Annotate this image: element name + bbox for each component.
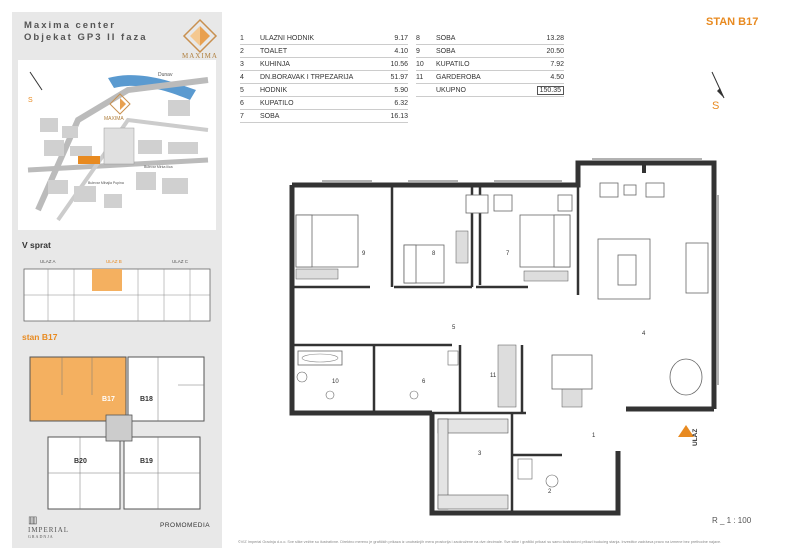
map-compass-label: S [28, 97, 33, 104]
imperial-logo: ▥ IMPERIAL GRADNJA [28, 515, 70, 540]
unit-title: STAN B17 [706, 16, 759, 28]
compass-needle [29, 71, 43, 91]
site-marker [78, 156, 100, 164]
scale-label: R _ 1 : 100 [712, 516, 752, 525]
map-logo-text: MAXIMA [104, 116, 124, 122]
street-label-1: Bulevar Mihajla Pupina [88, 181, 124, 185]
entrance-label-c: ULAZ C [172, 259, 189, 264]
room-label-5: 5 [452, 325, 456, 331]
unit-section-label: stan B17 [22, 332, 58, 342]
room-label-8: 8 [432, 251, 436, 257]
entry-label: ULAZ [692, 428, 699, 446]
entrance-label-b: ULAZ B [106, 259, 122, 264]
room-label-3: 3 [478, 451, 482, 457]
entry-arrow-icon [678, 425, 694, 437]
unit-label-b18: B18 [140, 396, 153, 403]
total-area: 150.35 [536, 85, 564, 95]
promomedia-label: PROMOMEDIA [160, 522, 211, 529]
room-label-11: 11 [490, 373, 497, 379]
room-label-2: 2 [548, 489, 552, 495]
location-map: Dunav MAXIMA Bulevar Mirka Ilica Bulevar… [18, 60, 216, 230]
room-label-9: 9 [362, 251, 366, 257]
building-unit-plan: B17 B18 B19 B20 [28, 345, 208, 513]
floor-plan: 9 8 7 4 5 10 6 11 1 3 2 [262, 155, 728, 525]
highlight-b17-keyplan [92, 269, 122, 291]
floor-keyplan: ULAZ A ULAZ B ULAZ C [18, 255, 216, 327]
unit-label-b17: B17 [102, 396, 115, 403]
compass-south-label: S [712, 100, 720, 112]
street-label-2: Bulevar Mirka Ilica [144, 165, 173, 169]
floor-label: V sprat [22, 240, 51, 250]
compass-icon [711, 71, 725, 99]
entrance-label-a: ULAZ A [40, 259, 56, 264]
disclaimer-text: ©VIZ Imperial Gradnja d.o.o. Sve slike v… [238, 540, 722, 544]
room-label-7: 7 [506, 251, 510, 257]
unit-label-b20: B20 [74, 458, 87, 465]
unit-b17-area [29, 356, 127, 422]
imperial-logo-icon: ▥ [28, 515, 39, 526]
room-label-10: 10 [332, 379, 339, 385]
room-label-1: 1 [592, 433, 596, 439]
room-label-4: 4 [642, 331, 646, 337]
brand-header: Maxima center Objekat GP3 II faza MAXIMA… [12, 16, 222, 68]
project-title: Maxima center Objekat GP3 II faza [24, 20, 148, 43]
room-label-6: 6 [422, 379, 426, 385]
river-label: Dunav [158, 72, 173, 78]
unit-label-b19: B19 [140, 458, 153, 465]
maxima-logo-icon [182, 18, 218, 54]
